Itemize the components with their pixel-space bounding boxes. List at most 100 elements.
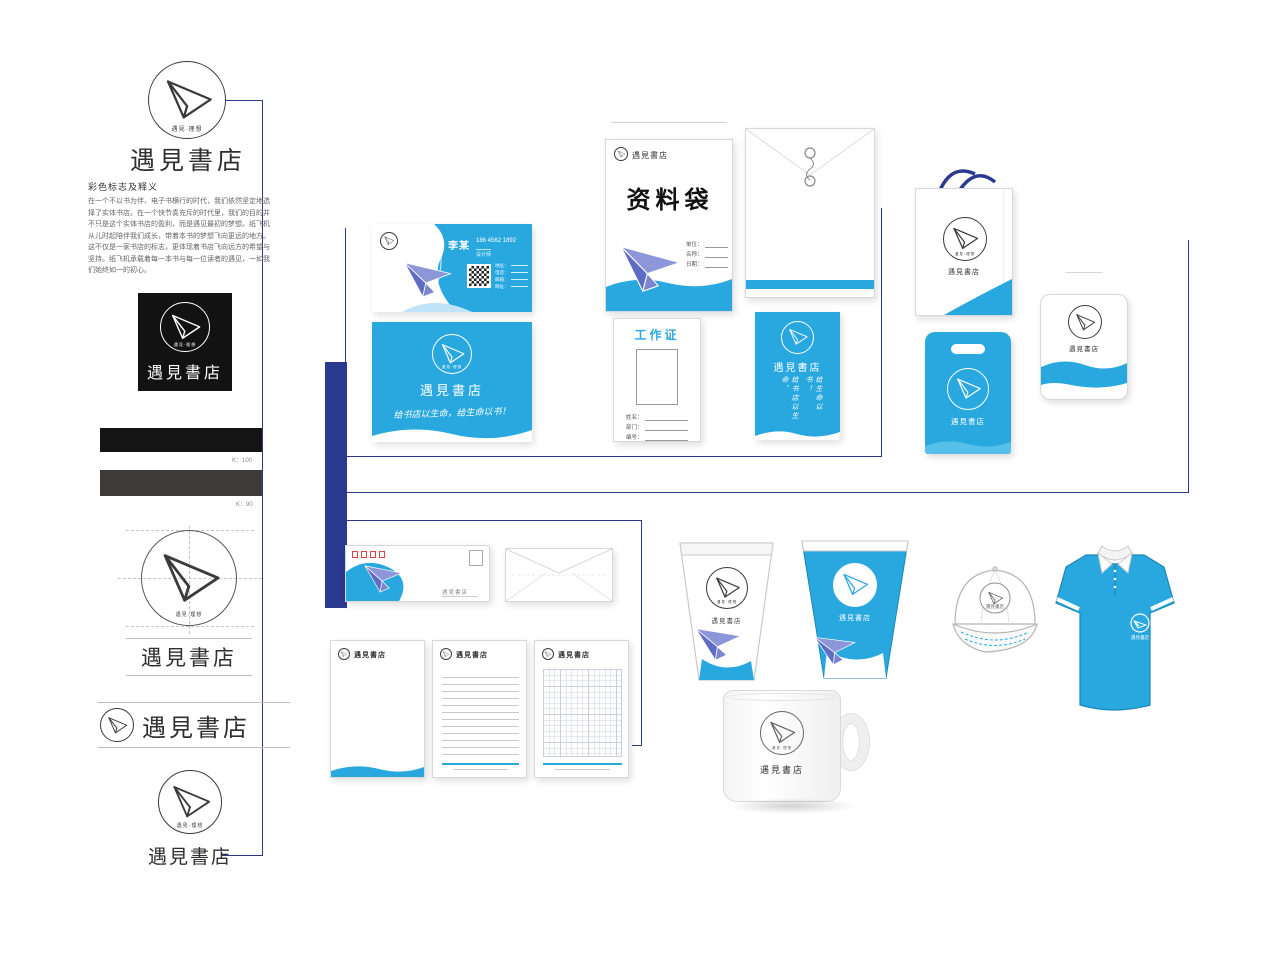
paper-plane-icon	[949, 221, 980, 252]
field-label: 部门：	[626, 425, 643, 431]
logo-circle: 遇見·理想	[160, 302, 210, 352]
paper-plane-icon	[766, 715, 797, 746]
vertical-tagline: 给书店以生命， 给生命以书！	[779, 376, 823, 428]
bag-body: 遇見書店 资料袋 单位： 名称： 日期：	[605, 139, 733, 312]
paper-plane-icon	[340, 650, 348, 657]
brand-wordmark: 遇見書店	[986, 604, 1004, 609]
connector-line	[226, 100, 262, 101]
wave-shape	[1041, 361, 1127, 388]
brand-wordmark: 遇見書店	[442, 590, 469, 596]
connector-line	[881, 208, 882, 457]
paper-plane-icon	[438, 338, 466, 366]
business-card-front: 李某 186 4562 1892 设计师 地址： 电话： 邮箱： 网址：	[372, 224, 532, 312]
paper-plane-icon	[985, 588, 1005, 606]
logo-circle	[338, 648, 350, 660]
bag-crease	[1003, 189, 1004, 315]
logo-description: 在一个不以书为伴、电子书横行的时代，我们依然坚定地选择了实体书店。在一个快节奏充…	[88, 198, 270, 275]
badge-photo-box	[636, 349, 678, 405]
logo-circle	[781, 321, 814, 354]
paper-plane-icon	[617, 149, 626, 158]
swatch-label: K：100	[232, 458, 253, 464]
handle-cutout	[951, 344, 985, 354]
section-title: 彩色标志及释义	[88, 182, 159, 192]
wave-shape	[606, 279, 732, 311]
badge-title: 工作证	[634, 328, 680, 342]
brand-wordmark: 遇見書店	[759, 765, 804, 775]
polo-shape: 遇見書店	[1055, 545, 1175, 711]
letterhead-blank: 遇見書店	[330, 640, 425, 778]
logo-slogan: 遇見·理想	[954, 252, 976, 257]
connector-line	[345, 228, 346, 362]
field-row: 单位：	[686, 238, 728, 248]
connector-line	[641, 520, 642, 746]
footer-rule	[442, 763, 519, 765]
work-badge: 工作证 姓名： 部门： 编号：	[613, 318, 701, 442]
field-row: 姓名：	[626, 411, 688, 421]
polo-shirt: 遇見書店	[1052, 533, 1178, 718]
field-row: 部门：	[626, 421, 688, 431]
envelope-fold-lines	[746, 129, 874, 187]
paper-plane-icon	[167, 776, 213, 822]
mug: 遇見·理想 遇見書店	[715, 688, 875, 816]
brand-wordmark: 遇見書店	[142, 714, 250, 742]
footer-line	[555, 769, 610, 770]
ruled-lines	[442, 671, 519, 757]
brand-wordmark: 遇見書店	[1069, 346, 1099, 353]
white-pouch-bag: 遇見書店	[1040, 272, 1128, 400]
mug-body: 遇見·理想 遇見書店	[723, 690, 841, 802]
tagline-column: 给生命以书！	[805, 376, 822, 412]
footer-rule	[543, 763, 622, 765]
cup-body	[679, 542, 774, 681]
field-label: 编号：	[626, 435, 643, 441]
logo-slogan: 遇見·理想	[441, 365, 463, 370]
logo-slogan: 遇見·理想	[176, 822, 204, 829]
bag-title: 资料袋	[626, 187, 714, 214]
logo-slogan: 遇見·理想	[175, 612, 203, 619]
connector-line	[632, 745, 641, 746]
logo-circle	[440, 648, 452, 660]
brand-wordmark: 遇見書店	[632, 151, 668, 160]
brand-wordmark: 遇見書店	[773, 363, 822, 374]
paper-cup-blue: 遇見書店	[800, 535, 910, 680]
brand-wordmark: 遇見書店	[839, 615, 871, 622]
field-row: 日期：	[686, 258, 728, 268]
footer-line	[453, 769, 508, 770]
paper-plane-icon	[786, 324, 809, 347]
logo-black-version: 遇見·理想 遇見書店	[138, 293, 232, 391]
brand-wordmark: 遇見書店	[711, 618, 742, 625]
color-swatch-k100	[100, 428, 262, 452]
letterhead-grid: 遇見書店	[534, 640, 629, 778]
card-job-title: 设计师	[476, 249, 492, 258]
color-swatch-k90	[100, 470, 262, 496]
wave-shape	[755, 431, 840, 440]
bag-front: 遇見·理想 遇見書店	[915, 188, 1013, 316]
address-line	[442, 596, 478, 597]
paper-plane-icon	[105, 712, 129, 736]
vertical-brand-card: 遇見書店 给书店以生命， 给生命以书！	[755, 312, 840, 440]
postal-code-boxes	[352, 551, 385, 558]
business-card-back: 遇見·理想 遇見書店 给书店以生命，给生命以书！	[372, 322, 532, 442]
paper-cup-white: 遇見·理想 遇見書店	[678, 535, 775, 682]
envelope-stripe	[746, 280, 874, 289]
qr-code	[467, 264, 491, 288]
wave-shape	[372, 429, 532, 442]
paper-plane-icon	[712, 571, 742, 601]
contact-label: 电话：	[495, 270, 509, 275]
contact-label: 邮箱：	[495, 277, 509, 282]
logo-circle	[380, 232, 398, 250]
logo-circle: 遇見·理想	[760, 711, 804, 755]
document-bag: 遇見書店 资料袋 单位： 名称： 日期：	[605, 122, 733, 312]
clasp-envelope	[745, 128, 875, 298]
brand-wordmark: 遇見書店	[456, 652, 488, 659]
field-label: 名称：	[686, 252, 703, 258]
logo-slogan: 遇見·理想	[171, 126, 203, 133]
logo-slogan: 遇見·理想	[771, 746, 793, 751]
brand-wordmark: 遇見書店	[948, 269, 980, 276]
paper-plane-icon	[1073, 309, 1097, 333]
field-label: 单位：	[686, 242, 703, 248]
connector-line	[262, 100, 263, 856]
swatch-label: K：90	[236, 502, 253, 508]
cap-shape	[952, 566, 1038, 653]
manuscript-grid	[543, 669, 622, 757]
